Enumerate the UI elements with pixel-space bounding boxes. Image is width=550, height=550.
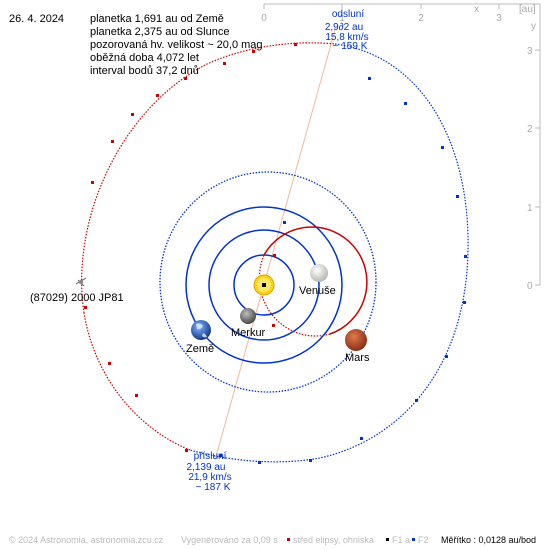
- info-magnitude: pozorovaná hv. velikost ~ 20,0 mag: [90, 39, 263, 51]
- mars-orbit-outer: [159, 171, 377, 393]
- asteroid-icon: [75, 277, 87, 287]
- x-tick-1: 1: [339, 13, 345, 24]
- y-tick-3: 3: [527, 46, 533, 57]
- asteroid-blue-points: [219, 77, 467, 464]
- perihelion-distance: 2,139 au: [187, 462, 226, 473]
- legend-f2-text: F2: [418, 535, 429, 545]
- venus-icon: [310, 264, 328, 282]
- y-axis-ticks: [535, 49, 540, 286]
- asteroid-red-points: [84, 43, 297, 452]
- earth-orbit: [185, 206, 343, 364]
- aphelion-speed: 15,8 km/s: [325, 32, 368, 43]
- info-distance-earth: planetka 1,691 au od Země: [90, 13, 224, 25]
- mars-label: Mars: [345, 352, 370, 364]
- x-tick-0: 0: [261, 13, 267, 24]
- focus-f2-marker: [283, 221, 286, 224]
- footer-generated: Vygenerováno za 0,09 s: [181, 535, 278, 545]
- asteroid-label: (87029) 2000 JP81: [30, 292, 124, 304]
- y-tick-1: 1: [527, 203, 533, 214]
- y-tick-0: 0: [527, 281, 533, 292]
- sun-focus-marker: [262, 283, 266, 287]
- info-period: oběžná doba 4,072 let: [90, 52, 199, 64]
- ellipse-center-marker: [273, 254, 276, 257]
- earth-label: Země: [186, 343, 214, 355]
- venus-label: Venuše: [299, 285, 336, 297]
- aphelion-distance: 2,9∂2 au: [325, 22, 363, 33]
- mars-center-marker: [272, 324, 275, 327]
- perihelion-speed: 21,9 km/s: [188, 472, 231, 483]
- mars-orbit-dotted: [258, 254, 331, 337]
- y-axis-label: y: [531, 21, 536, 32]
- info-distance-sun: planetka 2,375 au od Slunce: [90, 26, 229, 38]
- date-label: 26. 4. 2024: [9, 13, 64, 25]
- info-interval: interval bodů 37,2 dnů: [90, 65, 199, 77]
- legend-f2-marker: [412, 538, 415, 541]
- apsides-line: [214, 29, 336, 461]
- x-axis-label: x: [474, 4, 479, 15]
- y-tick-2: 2: [527, 124, 533, 135]
- asteroid-orbit-red: [81, 42, 336, 314]
- mercury-icon: [240, 308, 256, 324]
- unit-label: [au]: [519, 4, 536, 15]
- perihelion-temp: ~ 187 K: [196, 482, 231, 493]
- legend-center-text: střed elipsy, ohniska: [293, 535, 374, 545]
- asteroid-orbit-blue: [189, 43, 469, 463]
- x-axis-ticks: [263, 4, 500, 9]
- asteroid-orbit-red-2: [83, 312, 191, 451]
- perihelion-title: přísluní: [194, 451, 227, 462]
- mars-orbit: [263, 226, 368, 335]
- mars-icon: [345, 329, 367, 351]
- earth-icon: [191, 320, 211, 340]
- footer-copyright: © 2024 Astronomia, astronomia.zcu.cz: [9, 535, 164, 545]
- x-tick-2: 2: [418, 13, 424, 24]
- aphelion-temp: ~ 159 K: [333, 41, 368, 52]
- legend-f1-text: F1 a: [392, 535, 410, 545]
- legend-center-marker: [287, 538, 290, 541]
- x-tick-3: 3: [496, 13, 502, 24]
- mercury-label: Merkur: [231, 327, 266, 339]
- aphelion-title: odsluní: [332, 9, 364, 20]
- venus-orbit: [208, 229, 320, 341]
- legend-f1-marker: [386, 538, 389, 541]
- footer-scale: Měřítko : 0,0128 au/bod: [441, 535, 536, 545]
